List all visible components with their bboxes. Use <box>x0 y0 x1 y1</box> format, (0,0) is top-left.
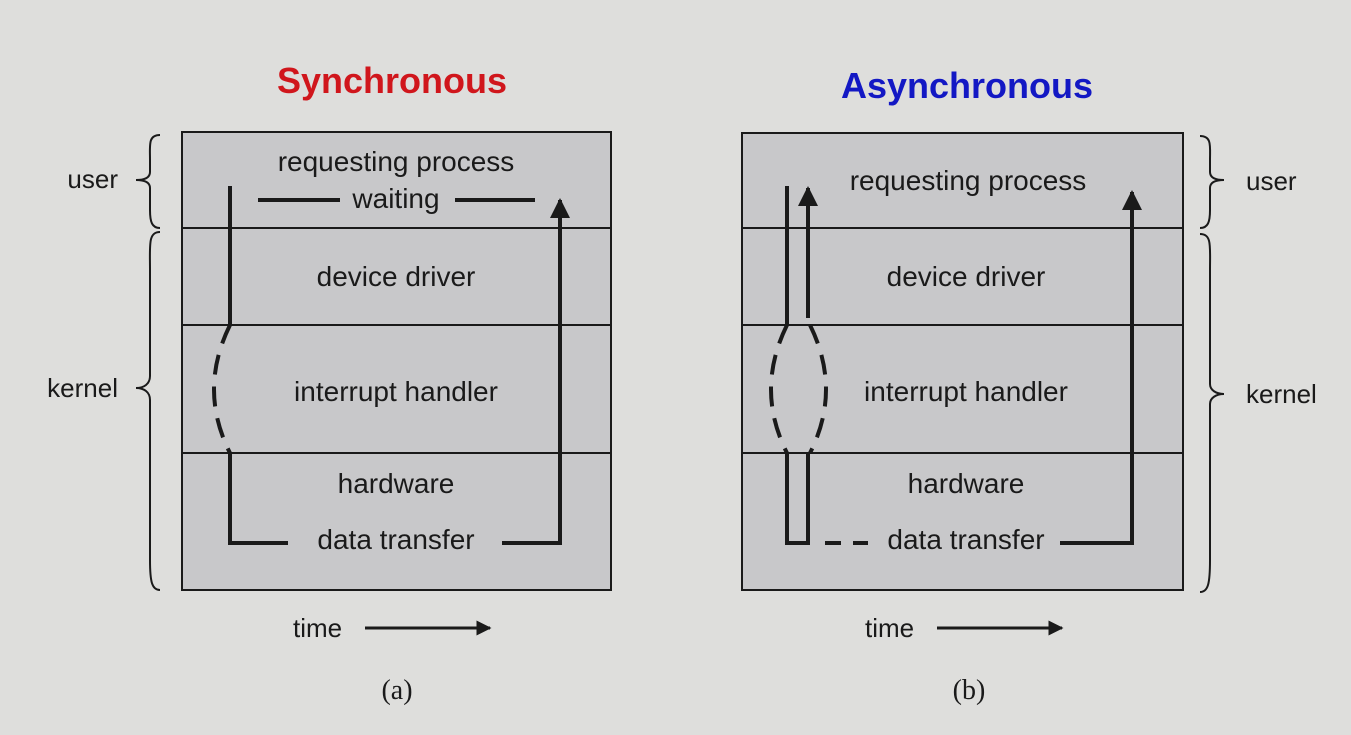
sync-kernel-bracket <box>135 231 161 591</box>
sync-kernel-label: kernel <box>47 373 118 403</box>
sync-layer-device-driver: device driver <box>317 261 476 292</box>
sync-data-transfer-label: data transfer <box>317 524 474 555</box>
async-interrupt-dashed-path-right <box>808 324 828 454</box>
sync-user-bracket <box>135 134 161 229</box>
sync-layer-hardware: hardware <box>338 468 455 499</box>
async-panel <box>741 132 1184 591</box>
sync-layer-interrupt-handler: interrupt handler <box>294 376 498 407</box>
async-user-bracket <box>1199 135 1225 229</box>
sync-diagram: Synchronous requesting process waiting d… <box>47 60 612 706</box>
async-time-label: time <box>865 613 914 643</box>
sync-user-label: user <box>67 164 118 194</box>
sync-hardware-line <box>228 453 288 545</box>
async-layer-requesting-process: requesting process <box>850 165 1087 196</box>
async-title: Asynchronous <box>841 65 1093 106</box>
async-diagram: Asynchronous requesting process device d… <box>741 65 1317 706</box>
sync-interrupt-dashed-path <box>212 324 232 454</box>
sync-title: Synchronous <box>277 60 507 101</box>
async-kernel-label: kernel <box>1246 379 1317 409</box>
sync-layer-requesting-process: requesting process <box>278 146 515 177</box>
async-completion-arrow <box>1060 190 1142 545</box>
async-user-label: user <box>1246 166 1297 196</box>
async-interrupt-dashed-path-left <box>769 324 789 454</box>
sync-panel <box>181 131 612 591</box>
async-layer-hardware: hardware <box>908 468 1025 499</box>
async-layer-interrupt-handler: interrupt handler <box>864 376 1068 407</box>
sync-waiting-label: waiting <box>351 183 439 214</box>
async-data-transfer-label: data transfer <box>887 524 1044 555</box>
sync-caption: (a) <box>381 675 412 706</box>
async-kernel-bracket <box>1199 233 1225 593</box>
async-hardware-lines <box>785 453 810 545</box>
async-layer-device-driver: device driver <box>887 261 1046 292</box>
sync-return-arrow <box>502 198 570 545</box>
async-caption: (b) <box>953 675 986 706</box>
sync-time-label: time <box>293 613 342 643</box>
